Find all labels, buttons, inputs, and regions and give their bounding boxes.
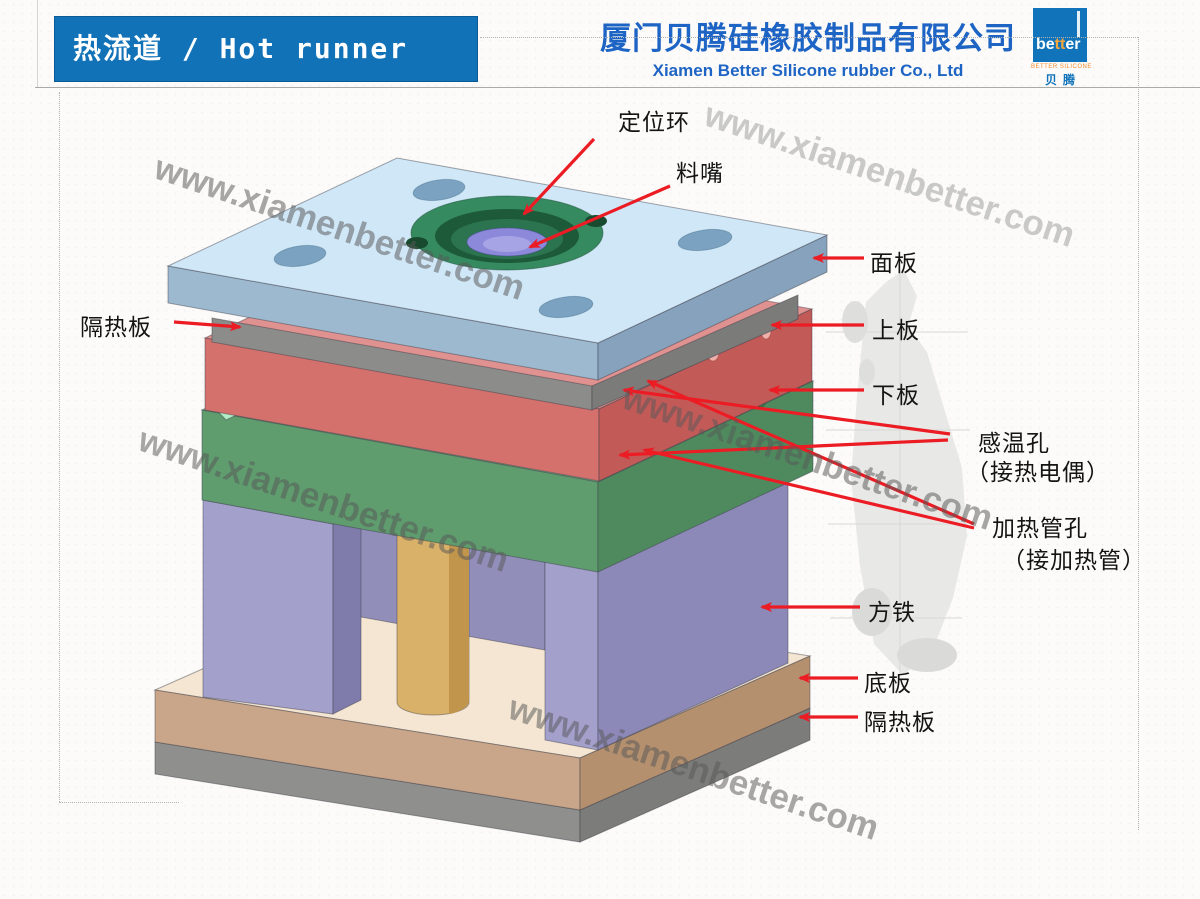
arrow-heater-hole-upper [646,379,975,526]
logo-stripe [1077,11,1080,37]
arrow-sensor-hole-lower [618,438,949,460]
logo-word-post: er [1065,36,1081,53]
label-upper-plate: 上板 [872,317,920,343]
label-lower-plate: 下板 [872,382,920,408]
frame-top-dotted [480,37,1138,38]
logo-square: better [1033,8,1087,62]
logo-wordmark: better [1036,36,1080,54]
label-heater-hole: 加热管孔 [992,515,1088,541]
slide-title: 热流道 / Hot runner [54,16,478,82]
frame-bottom-dotted [59,802,179,803]
faceplate-holes [273,178,733,319]
locating-ring-shape [406,195,607,271]
logo-tagline: BETTER SILICONE [1031,64,1092,70]
logo-cn: 贝腾 [1044,73,1081,87]
header-divider [35,87,1200,88]
company-block: 厦门贝腾硅橡胶制品有限公司 Xiamen Better Silicone rub… [598,13,1018,81]
header-left-rule [37,0,38,87]
arrow-nozzle [528,184,671,249]
label-insulation-top: 隔热板 [80,314,152,340]
label-insulation-bottom: 隔热板 [864,709,936,735]
label-sensor-hole: 感温孔 [978,430,1050,456]
company-logo: better BETTER SILICONE 贝腾 [1031,8,1092,88]
logo-word-mid: tt [1054,36,1066,53]
company-name-zh: 厦门贝腾硅橡胶制品有限公司 [600,21,1016,56]
map-watermark [826,270,970,676]
company-name-en: Xiamen Better Silicone rubber Co., Ltd [652,61,964,80]
arrow-sensor-hole-upper [622,386,951,436]
nozzle-shape [466,227,548,257]
label-faceplate: 面板 [870,250,918,276]
frame-left-dotted [59,92,60,802]
arrow-insulation-top [173,320,242,332]
label-bottom-plate: 底板 [864,670,912,696]
label-nozzle: 料嘴 [676,160,724,186]
label-locating-ring: 定位环 [618,109,690,135]
arrow-heater-hole-lower [642,447,975,530]
logo-word-pre: be [1036,36,1055,53]
top-insulation-plate-shape [211,294,799,411]
label-sensor-hole-sub: （接热电偶） [966,459,1110,485]
label-spacer-block: 方铁 [868,599,916,625]
arrow-locating-ring [522,137,596,216]
frame-right-dotted [1138,37,1139,830]
label-arrows [173,137,975,722]
faceplate-shape [166,157,829,381]
label-heater-hole-sub: （接加热管） [1002,547,1146,573]
